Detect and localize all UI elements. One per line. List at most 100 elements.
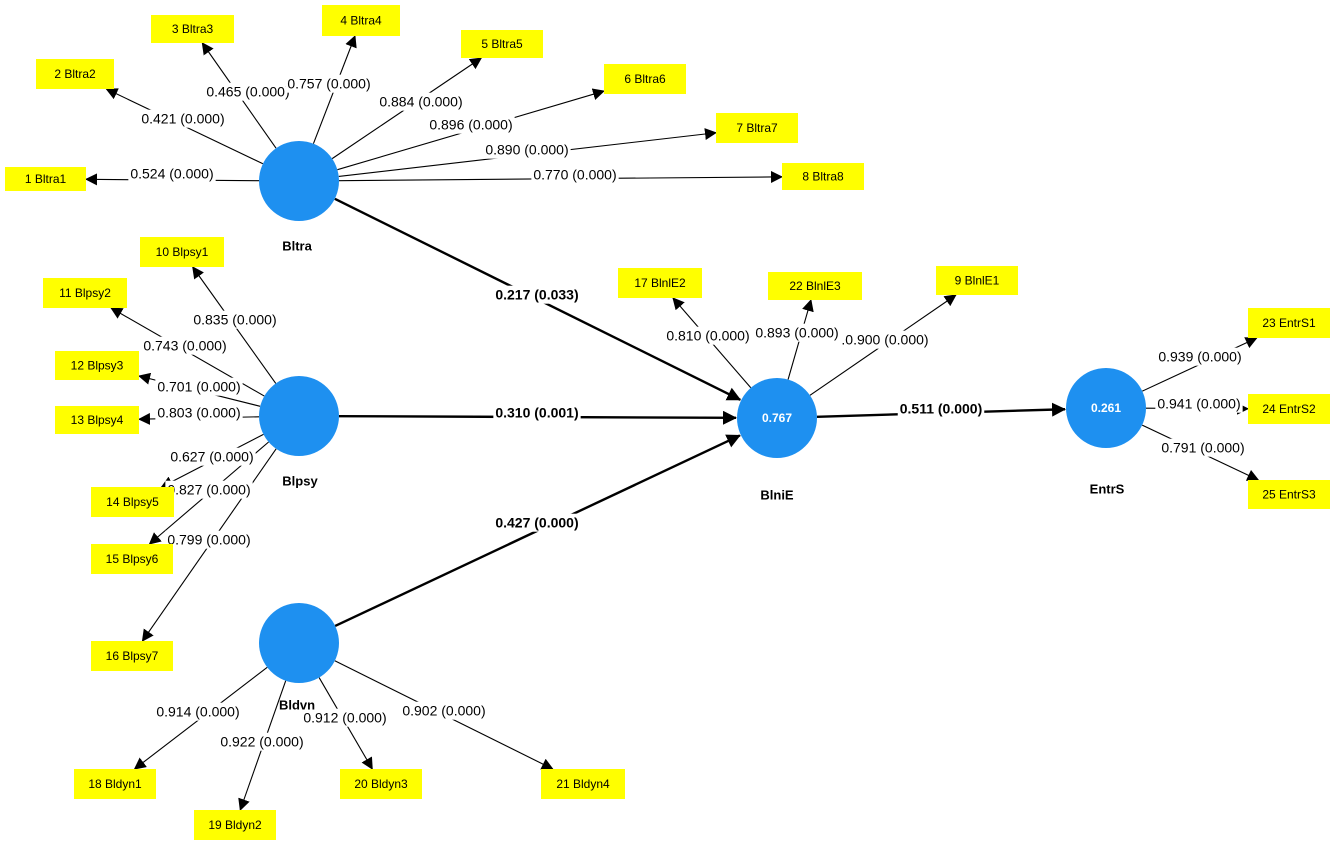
indicator-i17[interactable]: 17 BlnlE2 xyxy=(618,268,702,298)
construct-Blpsy[interactable]: Blpsy xyxy=(259,376,339,488)
indicator-i11[interactable]: 11 Blpsy2 xyxy=(43,278,127,308)
indicator-box[interactable] xyxy=(1248,308,1330,338)
construct-circle[interactable] xyxy=(259,141,339,221)
indicator-i3[interactable]: 3 Bltra3 xyxy=(151,15,234,43)
indicator-label: 23 EntrS1 xyxy=(1262,316,1316,330)
loading-label-i22-bg xyxy=(753,323,841,342)
loading-label-i6: 0.896 (0.000) xyxy=(429,117,512,133)
indicator-label: 13 Blpsy4 xyxy=(71,413,124,427)
loading-label-i1-group: 0.524 (0.000) xyxy=(128,164,216,183)
loading-label-i10: 0.835 (0.000) xyxy=(193,312,276,328)
loading-label-i25-bg xyxy=(1159,438,1247,457)
loading-label-i13-bg xyxy=(155,403,243,422)
indicator-box[interactable] xyxy=(43,278,127,308)
indicator-box[interactable] xyxy=(74,769,156,799)
indicator-box[interactable] xyxy=(91,641,173,671)
construct-label: Blpsy xyxy=(282,473,318,488)
loading-label-i8-bg xyxy=(531,165,619,184)
indicator-i6[interactable]: 6 Bltra6 xyxy=(604,64,686,94)
indicator-box[interactable] xyxy=(936,266,1018,295)
indicator-i13[interactable]: 13 Blpsy4 xyxy=(55,406,139,434)
indicator-label: 19 Bldyn2 xyxy=(208,818,262,832)
indicator-box[interactable] xyxy=(36,59,114,89)
indicator-i14[interactable]: 14 Blpsy5 xyxy=(91,487,174,517)
loading-label-i5: 0.884 (0.000) xyxy=(379,94,462,110)
path-coefficient-Blpsy-BlniE-bg xyxy=(493,403,581,422)
indicator-i12[interactable]: 12 Blpsy3 xyxy=(55,351,139,380)
indicator-box[interactable] xyxy=(716,113,798,143)
indicator-i4[interactable]: 4 Bltra4 xyxy=(322,5,400,36)
construct-circle[interactable] xyxy=(737,378,817,458)
indicator-label: 1 Bltra1 xyxy=(25,172,67,186)
indicator-i7[interactable]: 7 Bltra7 xyxy=(716,113,798,143)
loading-label-i14: 0.627 (0.000) xyxy=(170,449,253,465)
indicator-i21[interactable]: 21 Bldyn4 xyxy=(541,769,625,799)
indicator-label: 6 Bltra6 xyxy=(624,72,666,86)
indicator-i23[interactable]: 23 EntrS1 xyxy=(1248,308,1330,338)
path-coefficient-Blpsy-BlniE: 0.310 (0.001) xyxy=(495,405,578,421)
indicator-i5[interactable]: 5 Bltra5 xyxy=(461,30,543,58)
loading-label-i17: 0.810 (0.000) xyxy=(666,328,749,344)
indicator-i15[interactable]: 15 Blpsy6 xyxy=(91,544,173,574)
indicator-i1[interactable]: 1 Bltra1 xyxy=(5,167,86,191)
indicator-box[interactable] xyxy=(91,487,174,517)
indicator-box[interactable] xyxy=(541,769,625,799)
indicator-label: 4 Bltra4 xyxy=(340,14,382,28)
indicator-box[interactable] xyxy=(140,237,224,267)
indicator-i22[interactable]: 22 BlnlE3 xyxy=(768,272,862,300)
indicator-box[interactable] xyxy=(768,272,862,300)
indicator-i2[interactable]: 2 Bltra2 xyxy=(36,59,114,89)
indicator-box[interactable] xyxy=(55,406,139,434)
indicator-i19[interactable]: 19 Bldyn2 xyxy=(194,810,276,840)
indicator-box[interactable] xyxy=(55,351,139,380)
indicator-i24[interactable]: 24 EntrS2 xyxy=(1248,394,1330,424)
indicator-box[interactable] xyxy=(340,769,422,799)
indicator-box[interactable] xyxy=(782,163,864,190)
indicator-i16[interactable]: 16 Blpsy7 xyxy=(91,641,173,671)
indicator-box[interactable] xyxy=(1248,480,1330,509)
loading-label-i5-bg xyxy=(377,92,465,111)
indicator-box[interactable] xyxy=(194,810,276,840)
indicator-box[interactable] xyxy=(322,5,400,36)
loading-label-i24-group: 0.941 (0.000) xyxy=(1155,394,1243,413)
loading-label-i17-bg xyxy=(664,326,752,345)
path-coefficient-BlniE-EntrS-group: 0.511 (0.000) xyxy=(897,399,985,418)
indicator-label: 12 Blpsy3 xyxy=(71,359,124,373)
loading-label-i2-bg xyxy=(139,109,227,128)
indicator-label: 5 Bltra5 xyxy=(481,37,523,51)
loading-label-i21: 0.902 (0.000) xyxy=(402,703,485,719)
construct-Bldvn[interactable]: Bldvn xyxy=(259,603,339,712)
indicator-box[interactable] xyxy=(151,15,234,43)
indicator-i8[interactable]: 8 Bltra8 xyxy=(782,163,864,190)
loading-label-i2-group: 0.421 (0.000) xyxy=(139,109,227,128)
construct-circle[interactable] xyxy=(259,376,339,456)
loading-label-i13: 0.803 (0.000) xyxy=(157,405,240,421)
loading-label-i4-group: 0.757 (0.000) xyxy=(285,74,373,93)
indicator-i25[interactable]: 25 EntrS3 xyxy=(1248,480,1330,509)
loading-label-i19-group: 0.922 (0.000) xyxy=(218,732,306,751)
loading-label-i12: 0.701 (0.000) xyxy=(157,379,240,395)
indicator-box[interactable] xyxy=(5,167,86,191)
construct-Bltra[interactable]: Bltra xyxy=(259,141,339,253)
loading-label-i13-group: 0.803 (0.000) xyxy=(155,403,243,422)
construct-circle[interactable] xyxy=(1066,368,1146,448)
indicator-label: 17 BlnlE2 xyxy=(634,276,686,290)
loading-label-i3-bg xyxy=(204,82,292,101)
indicator-i18[interactable]: 18 Bldyn1 xyxy=(74,769,156,799)
loading-label-i25-group: 0.791 (0.000) xyxy=(1159,438,1247,457)
indicator-box[interactable] xyxy=(91,544,173,574)
indicator-i10[interactable]: 10 Blpsy1 xyxy=(140,237,224,267)
indicator-box[interactable] xyxy=(461,30,543,58)
indicator-i20[interactable]: 20 Bldyn3 xyxy=(340,769,422,799)
edge-labels-layer: 0.524 (0.000)0.421 (0.000)0.465 (0.000)0… xyxy=(128,74,1247,751)
construct-circle[interactable] xyxy=(259,603,339,683)
r-squared-value: 0.261 xyxy=(1091,401,1121,415)
indicator-i9[interactable]: 9 BlnlE1 xyxy=(936,266,1018,295)
indicator-box[interactable] xyxy=(604,64,686,94)
loading-label-i10-bg xyxy=(191,310,279,329)
loading-label-i16: 0.799 (0.000) xyxy=(167,532,250,548)
indicator-box[interactable] xyxy=(1248,394,1330,424)
indicator-box[interactable] xyxy=(618,268,702,298)
